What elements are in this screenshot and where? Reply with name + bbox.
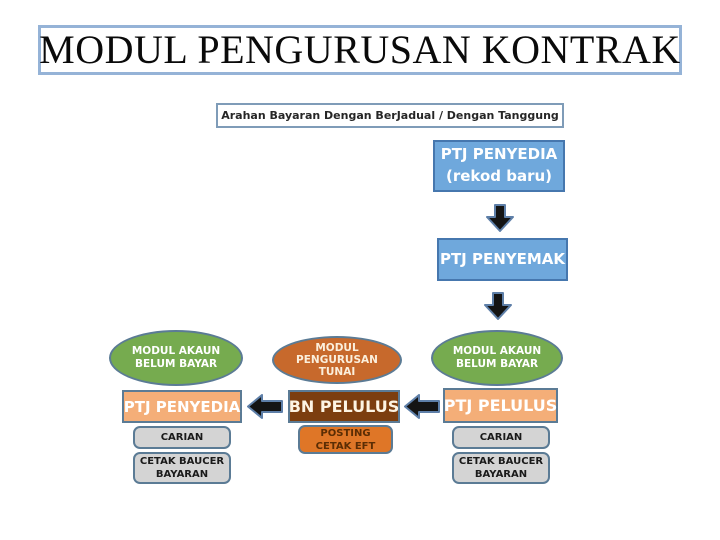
action-box-cetak-baucer-right: CETAK BAUCER BAYARAN (452, 452, 550, 484)
arrow-left-icon (404, 394, 440, 419)
arrow-left-icon (247, 394, 283, 419)
module-ellipse-pengurusan-tunai: MODUL PENGURUSAN TUNAI (272, 336, 402, 384)
action-box-line: CETAK EFT (315, 440, 376, 452)
flow-box-ptj-penyemak-label: PTJ PENYEMAK (439, 249, 566, 268)
subtitle-text: Arahan Bayaran Dengan BerJadual / Dengan… (221, 109, 559, 122)
action-box-line: CETAK BAUCER (458, 456, 544, 467)
action-box-label: CARIAN (479, 432, 523, 443)
arrow-down-icon (484, 292, 512, 320)
role-box-label: BN PELULUS (288, 397, 400, 416)
action-box-carian-right: CARIAN (452, 426, 550, 449)
action-box-line: CETAK BAUCER (139, 456, 225, 467)
flow-box-ptj-penyedia: PTJ PENYEDIA (rekod baru) (433, 140, 565, 192)
role-box-ptj-penyedia: PTJ PENYEDIA (122, 390, 242, 423)
action-box-cetak-baucer-left: CETAK BAUCER BAYARAN (133, 452, 231, 484)
action-box-label: CARIAN (160, 432, 204, 443)
module-ellipse-line: TUNAI (318, 366, 356, 379)
module-ellipse-line: MODUL AKAUN (452, 344, 542, 357)
action-box-posting-cetak-eft: POSTING CETAK EFT (298, 425, 393, 454)
flow-box-ptj-penyedia-line1: PTJ PENYEDIA (440, 145, 558, 164)
title-box: MODUL PENGURUSAN KONTRAK (38, 25, 682, 75)
module-ellipse-akaun-belum-bayar-right: MODUL AKAUN BELUM BAYAR (431, 330, 563, 386)
module-ellipse-line: MODUL (315, 341, 359, 354)
arrow-down-icon (486, 204, 514, 232)
role-box-bn-pelulus: BN PELULUS (288, 390, 400, 423)
action-box-line: BAYARAN (155, 469, 209, 480)
module-ellipse-line: BELUM BAYAR (455, 358, 539, 370)
role-box-ptj-pelulus: PTJ PELULUS (443, 388, 558, 423)
page-title: MODUL PENGURUSAN KONTRAK (39, 27, 681, 72)
flow-box-ptj-penyedia-line2: (rekod baru) (445, 167, 553, 185)
module-ellipse-line: BELUM BAYAR (134, 358, 218, 370)
role-box-label: PTJ PENYEDIA (123, 397, 241, 416)
subtitle-box: Arahan Bayaran Dengan BerJadual / Dengan… (216, 103, 564, 128)
flow-box-ptj-penyemak: PTJ PENYEMAK (437, 238, 568, 281)
action-box-line: BAYARAN (474, 469, 528, 480)
module-ellipse-line: PENGURUSAN (296, 353, 378, 366)
module-ellipse-akaun-belum-bayar-left: MODUL AKAUN BELUM BAYAR (109, 330, 243, 386)
module-ellipse-line: MODUL AKAUN (131, 344, 221, 357)
role-box-label: PTJ PELULUS (443, 396, 558, 415)
action-box-line: POSTING (320, 427, 371, 439)
action-box-carian-left: CARIAN (133, 426, 231, 449)
